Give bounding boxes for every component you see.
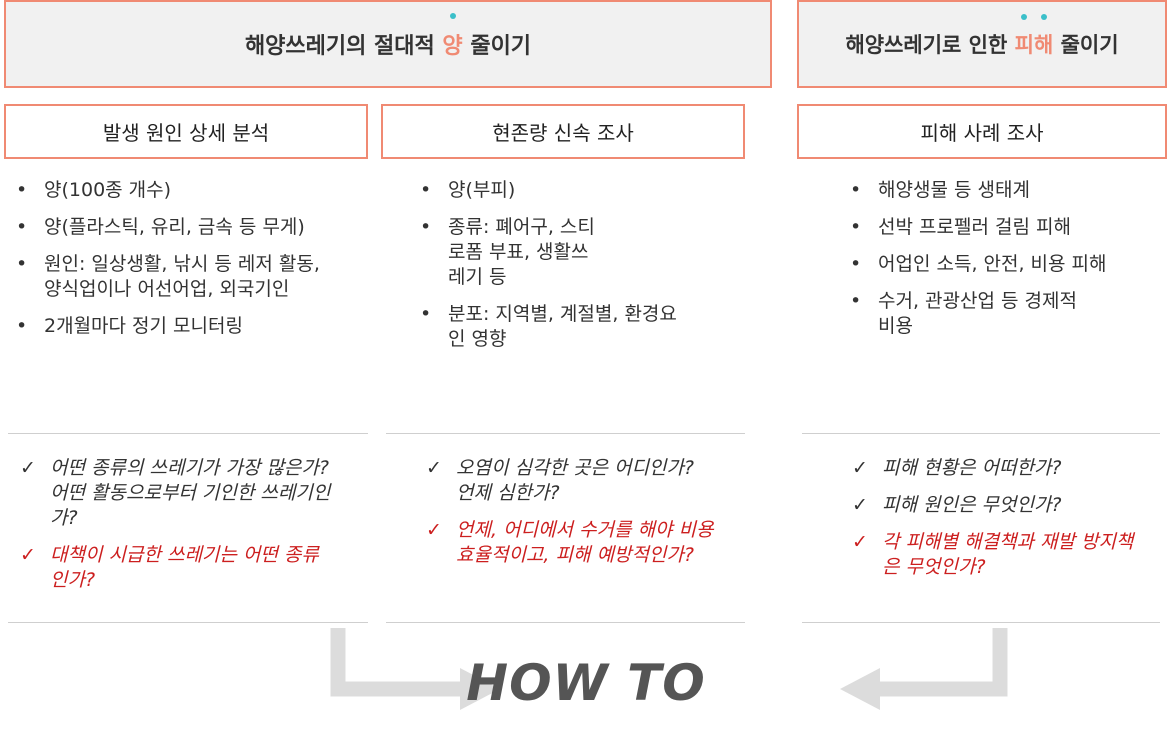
header-right-pre: 해양쓰레기로 인한: [845, 33, 1015, 57]
existing-question-list: ✓오염이 심각한 곳은 어디인가? 언제 심한가? ✓언제, 어디에서 수거를 …: [420, 456, 740, 580]
divider-bottom-right: [802, 622, 1160, 623]
emphasis-dot: [449, 13, 456, 19]
list-item: 2개월마다 정기 모니터링: [8, 314, 373, 339]
question-item-highlight: ✓각 피해별 해결책과 재발 방지책은 무엇인가?: [852, 531, 1134, 578]
divider-bottom-left: [8, 622, 368, 623]
question-item: ✓피해 원인은 무엇인가?: [852, 494, 1062, 516]
header-left-highlight: 양: [442, 13, 463, 60]
cause-question-list: ✓어떤 종류의 쓰레기가 가장 많은가? 어떤 활동으로부터 기인한 쓰레기인가…: [14, 456, 354, 605]
column-title-cause-analysis: 발생 원인 상세 분석: [4, 104, 368, 159]
check-icon: ✓: [852, 531, 868, 553]
divider-top-middle: [386, 433, 745, 434]
check-icon: ✓: [426, 457, 442, 479]
question-item: ✓오염이 심각한 곳은 어디인가? 언제 심한가?: [426, 457, 694, 504]
column-title-damage-survey: 피해 사례 조사: [797, 104, 1167, 159]
list-item: 양(부피): [412, 178, 712, 203]
list-item: 수거, 관광산업 등 경제적 비용: [842, 289, 1152, 339]
column-title-existing-survey: 현존량 신속 조사: [381, 104, 745, 159]
question-item-highlight: ✓언제, 어디에서 수거를 해야 비용 효율적이고, 피해 예방적인가?: [426, 519, 714, 566]
header-damage: 해양쓰레기로 인한 피해 줄이기: [797, 0, 1167, 88]
existing-bullet-list: 양(부피) 종류: 폐어구, 스티로폼 부표, 생활쓰레기 등 분포: 지역별,…: [412, 178, 712, 364]
list-item: 종류: 폐어구, 스티로폼 부표, 생활쓰레기 등: [412, 215, 712, 290]
check-icon: ✓: [852, 457, 868, 479]
damage-question-list: ✓피해 현황은 어떠한가? ✓피해 원인은 무엇인가? ✓각 피해별 해결책과 …: [846, 456, 1166, 592]
cause-bullet-list: 양(100종 개수) 양(플라스틱, 유리, 금속 등 무게) 원인: 일상생활…: [8, 178, 373, 351]
header-left-pre: 해양쓰레기의 절대적: [244, 34, 443, 59]
list-item: 분포: 지역별, 계절별, 환경요인 영향: [412, 302, 712, 352]
check-icon: ✓: [20, 544, 36, 566]
list-item: 해양생물 등 생태계: [842, 178, 1152, 203]
divider-top-right: [802, 433, 1160, 434]
header-left-post: 줄이기: [462, 34, 532, 59]
list-item: 어업인 소득, 안전, 비용 피해: [842, 252, 1152, 277]
header-right-highlight: 피해: [1015, 14, 1053, 59]
question-item: ✓어떤 종류의 쓰레기가 가장 많은가? 어떤 활동으로부터 기인한 쓰레기인가…: [20, 457, 331, 529]
divider-bottom-middle: [386, 622, 745, 623]
emphasis-dot: [1021, 14, 1028, 20]
check-icon: ✓: [426, 519, 442, 541]
check-icon: ✓: [20, 457, 36, 479]
list-item: 선박 프로펠러 걸림 피해: [842, 215, 1152, 240]
divider-top-left: [8, 433, 368, 434]
list-item: 원인: 일상생활, 낚시 등 레저 활동, 양식업이나 어선어업, 외국기인: [8, 252, 373, 302]
list-item: 양(플라스틱, 유리, 금속 등 무게): [8, 215, 373, 240]
question-item-highlight: ✓대책이 시급한 쓰레기는 어떤 종류인가?: [20, 544, 319, 591]
question-item: ✓피해 현황은 어떠한가?: [852, 457, 1062, 479]
emphasis-dot: [1040, 14, 1047, 20]
header-absolute-quantity: 해양쓰레기의 절대적 양 줄이기: [4, 0, 772, 88]
header-right-post: 줄이기: [1053, 33, 1119, 57]
how-to-label: HOW TO: [466, 654, 706, 712]
damage-bullet-list: 해양생물 등 생태계 선박 프로펠러 걸림 피해 어업인 소득, 안전, 비용 …: [842, 178, 1152, 351]
list-item: 양(100종 개수): [8, 178, 373, 203]
check-icon: ✓: [852, 494, 868, 516]
